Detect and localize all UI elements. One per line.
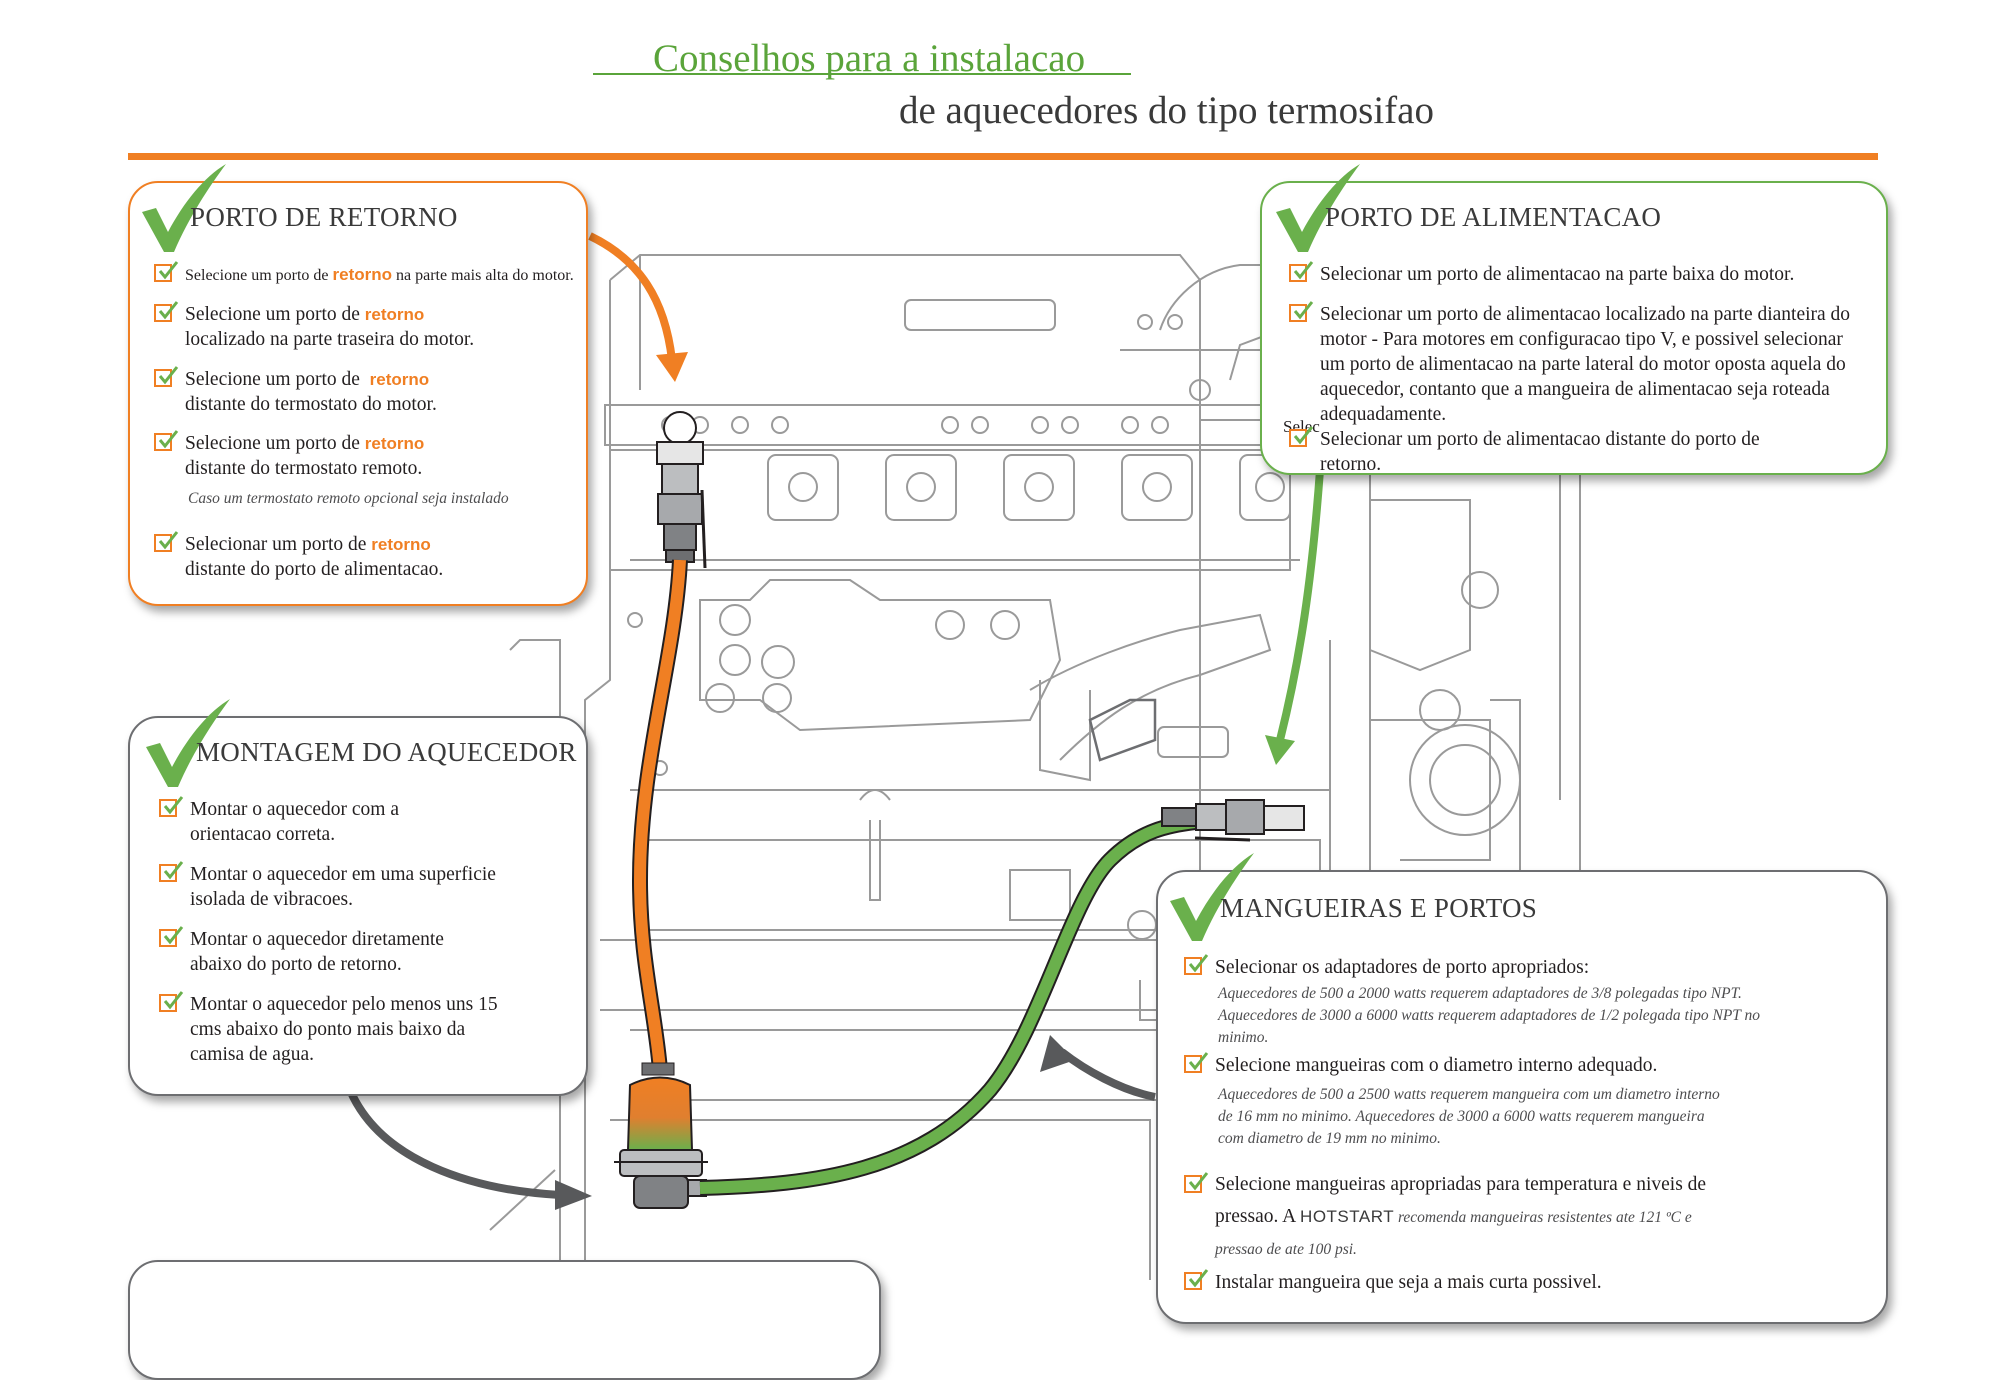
hose-arrow (1059, 1048, 1156, 1101)
checkbox-icon (1289, 301, 1314, 322)
checkbox-icon (154, 531, 179, 552)
heater-mount-title: MONTAGEM DO AQUECEDOR (196, 737, 577, 767)
supply-valve (1161, 799, 1305, 842)
supply-port-title: PORTO DE ALIMENTACAO (1325, 202, 1662, 232)
return-port-arrow (588, 232, 676, 361)
supply-port-arrow (1276, 469, 1324, 741)
checkbox-icon (1184, 1052, 1209, 1073)
checkbox-icon (1184, 1269, 1209, 1290)
checkmark-icon (142, 164, 226, 252)
checkbox-icon (159, 991, 184, 1012)
return-port-title: PORTO DE RETORNO (190, 202, 458, 232)
checkbox-icon (159, 926, 184, 947)
checkmark-icon (1276, 164, 1360, 252)
checkmark-icon (1170, 853, 1254, 941)
checkbox-icon (154, 261, 179, 282)
hose-diameter-note: Aquecedores de 500 a 2500 watts requerem… (1218, 1086, 1720, 1147)
title-line-2: de aquecedores do tipo termosifao (899, 89, 1434, 132)
checkbox-icon (154, 430, 179, 451)
checkbox-icon (154, 366, 179, 387)
hose-and-arrow-layer (346, 232, 1324, 1210)
hoses-and-ports-box (1156, 870, 1888, 1324)
header-divider (128, 153, 1878, 160)
heater-mount-arrow (346, 1088, 561, 1199)
heater-mount-box (128, 716, 588, 1096)
return-valve (656, 411, 707, 569)
return-port-box (128, 181, 588, 606)
checkmark-icon (146, 699, 230, 787)
brand-name: HOTSTART (1300, 1207, 1395, 1226)
title-underline (593, 73, 1131, 75)
checkbox-icon (159, 796, 184, 817)
checkbox-icon (159, 861, 184, 882)
supply-port-box (1260, 181, 1888, 475)
checkbox-icon (1289, 426, 1314, 447)
checkbox-icon (1184, 954, 1209, 975)
checkbox-icon (1289, 261, 1314, 282)
checkbox-icon (154, 301, 179, 322)
hoses-and-ports-title: MANGUEIRAS E PORTOS (1220, 893, 1538, 923)
checkbox-icon (1184, 1172, 1209, 1193)
port-adapter-note: Aquecedores de 500 a 2000 watts requerem… (1218, 985, 1761, 1046)
title-line-1: Conselhos para a instalacao (653, 37, 1086, 80)
bottom-box (128, 1260, 881, 1380)
heater (614, 1076, 708, 1209)
remote-thermostat-note: Caso um termostato remoto opcional seja … (188, 490, 509, 507)
